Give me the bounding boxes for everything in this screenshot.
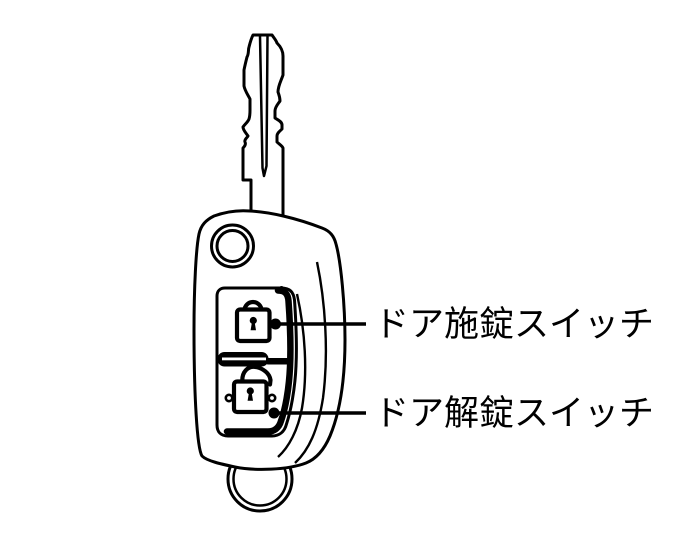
unlock-button-left-dot	[224, 393, 234, 403]
button-divider	[217, 352, 290, 367]
fob-circular-button	[210, 223, 255, 269]
lock-label-leader-line	[270, 318, 366, 330]
door-unlock-button	[224, 364, 277, 415]
door-unlock-switch-label: ドア解錠スイッチ	[374, 394, 655, 433]
blade-groove	[258, 35, 269, 178]
door-lock-switch-label: ドア施錠スイッチ	[374, 305, 655, 344]
unlock-label-leader-line	[268, 407, 366, 419]
key-blade	[241, 33, 285, 222]
closed-padlock-icon	[234, 299, 272, 344]
door-lock-button	[234, 299, 272, 344]
open-padlock-icon	[231, 364, 273, 415]
button-panel-shadow	[223, 287, 294, 435]
unlock-button-right-dot	[267, 393, 277, 403]
